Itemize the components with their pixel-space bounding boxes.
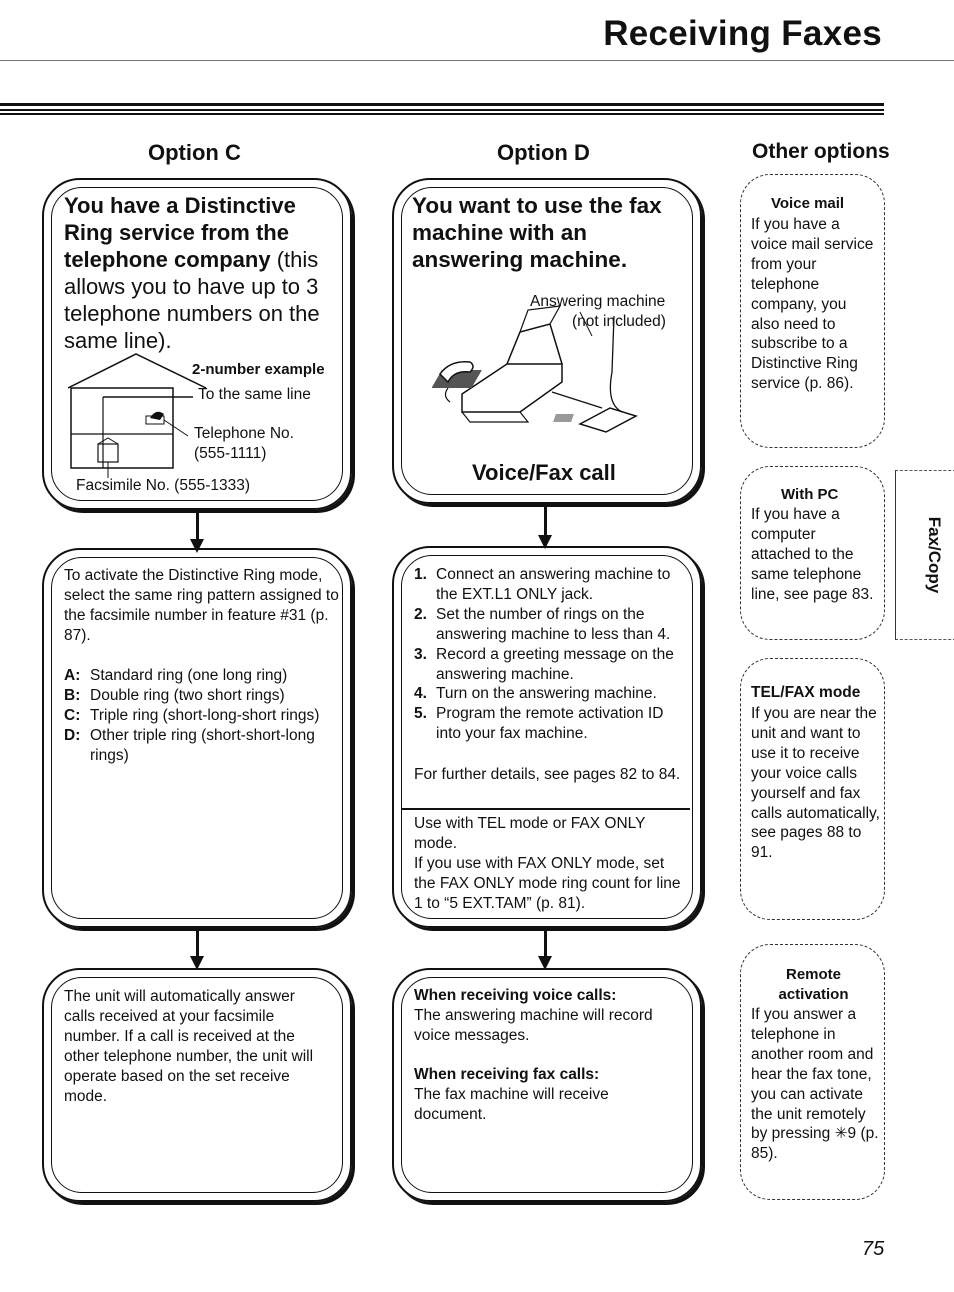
- ring-pattern-item-key: C:: [64, 706, 81, 724]
- ring-pattern-item-text: Standard ring (one long ring): [90, 667, 288, 684]
- steps-divider: [402, 808, 690, 810]
- setup-step-key: 2.: [414, 605, 427, 623]
- setup-step-key: 5.: [414, 705, 427, 723]
- ring-pattern-list: A: Standard ring (one long ring) B: Double …: [64, 666, 346, 766]
- mode-note-2: If you use with FAX ONLY mode, set the F…: [414, 854, 681, 912]
- voice-calls-heading: When receiving voice calls:: [414, 987, 617, 1004]
- setup-step-text: Program the remote activation ID into yo…: [436, 705, 664, 743]
- section-tab: [895, 470, 954, 640]
- condition-rest-3: 3 telephone numbers on the: [64, 274, 320, 326]
- setup-step-text: Set the number of rings on the answering…: [436, 605, 671, 643]
- voice-mail-text: If you have a voice mail service from yo…: [751, 216, 874, 393]
- remote-activation-text: If you answer a telephone in another roo…: [751, 1006, 879, 1163]
- setup-step: 5. Program the remote activation ID into …: [414, 704, 686, 744]
- not-included-label: (not included): [572, 313, 666, 330]
- example-label: 2-number example: [192, 361, 325, 378]
- arrow-down-icon: [538, 505, 552, 549]
- condition-rest-1: (this: [276, 247, 319, 272]
- setup-step-text: Record a greeting message on the answeri…: [436, 645, 674, 683]
- setup-step-text: Turn on the answering machine.: [436, 685, 657, 703]
- ring-pattern-item-key: D:: [64, 726, 81, 744]
- other-option-with-pc: With PC If you have a computer attached …: [740, 466, 885, 640]
- other-option-voice-mail: Voice mail If you have a voice mail serv…: [740, 174, 885, 448]
- page-number: 75: [862, 1238, 885, 1260]
- option-d-result-text: When receiving voice calls: The answerin…: [414, 986, 684, 1124]
- with-pc-text: If you have a computer attached to the s…: [751, 506, 874, 603]
- mode-note: Use with TEL mode or FAX ONLY mode. If y…: [414, 814, 688, 914]
- arrow-down-icon: [190, 930, 204, 970]
- tel-fax-title: TEL/FAX mode: [751, 684, 861, 701]
- ring-pattern-item-text: Double ring (two short rings): [90, 686, 285, 704]
- option-c-condition-text: You have a Distinctive Ring service from…: [64, 192, 346, 354]
- setup-step: 3. Record a greeting message on the answe…: [414, 645, 686, 685]
- other-option-tel-fax-mode: TEL/FAX mode If you are near the unit an…: [740, 658, 885, 920]
- ring-pattern-item: C: Triple ring (short-long-short rings): [64, 706, 346, 726]
- option-c-result-text: The unit will automatically answer calls…: [64, 988, 314, 1105]
- facsimile-number: Facsimile No. (555-1333): [76, 477, 251, 494]
- option-d-result-box: When receiving voice calls: The answerin…: [392, 968, 702, 1202]
- arrow-down-icon: [538, 930, 552, 970]
- ring-pattern-item: A: Standard ring (one long ring): [64, 666, 346, 686]
- fax-calls-heading: When receiving fax calls:: [414, 1065, 600, 1083]
- further-details: For further details, see pages 82 to 84.: [414, 766, 681, 783]
- option-d-condition-text: You want to use the fax machine with an …: [412, 193, 662, 272]
- setup-step-key: 1.: [414, 566, 427, 583]
- other-option-remote-activation: Remote activation If you answer a teleph…: [740, 944, 885, 1200]
- ring-pattern-item: B: Double ring (two short rings): [64, 686, 346, 706]
- option-c-condition-box: You have a Distinctive Ring service from…: [42, 178, 352, 510]
- divider-top: [0, 103, 884, 106]
- option-c-activate-box: To activate the Distinctive Ring mode, s…: [42, 548, 352, 928]
- page-title: Receiving Faxes: [603, 14, 882, 53]
- fax-answering-machine-illustration: [432, 305, 638, 433]
- ring-pattern-item-key: B:: [64, 686, 81, 704]
- option-c-heading: Option C: [148, 140, 241, 165]
- with-pc-title: With PC: [781, 486, 839, 503]
- condition-rest-2: allows you to have up to: [64, 274, 301, 299]
- ring-pattern-item-text: Other triple ring (short-short-long ring…: [90, 726, 315, 764]
- arrow-down-icon: [190, 511, 204, 553]
- voice-calls-text: The answering machine will record voice …: [414, 1006, 653, 1044]
- ring-pattern-item-key: A:: [64, 667, 81, 684]
- telephone-number: (555-1111): [194, 445, 267, 462]
- option-d-condition-box: You want to use the fax machine with an …: [392, 178, 702, 504]
- tel-fax-text: If you are near the unit and want to use…: [751, 705, 880, 862]
- option-c-result-box: The unit will automatically answer calls…: [42, 968, 352, 1202]
- setup-steps-list: 1. Connect an answering machine to the EX…: [414, 565, 686, 744]
- other-options-heading: Other options: [752, 140, 890, 163]
- telephone-no-label: Telephone No.: [194, 425, 294, 442]
- condition-rest-4: same line).: [64, 328, 172, 353]
- setup-step: 4. Turn on the answering machine.: [414, 684, 686, 704]
- ring-pattern-item: D: Other triple ring (short-short-long ri…: [64, 726, 346, 766]
- ring-pattern-item-text: Triple ring (short-long-short rings): [90, 706, 320, 724]
- condition-bold: You have a Distinctive Ring service from…: [64, 193, 296, 272]
- setup-step: 2. Set the number of rings on the answeri…: [414, 605, 686, 645]
- fax-calls-text: The fax machine will receive document.: [414, 1085, 609, 1123]
- activate-intro: To activate the Distinctive Ring mode, s…: [64, 567, 339, 644]
- setup-step-key: 4.: [414, 685, 427, 703]
- setup-step-text: Connect an answering machine to the EXT.…: [436, 566, 671, 603]
- option-d-heading: Option D: [497, 140, 590, 165]
- header-rule: [0, 60, 954, 61]
- divider-mid: [0, 109, 884, 111]
- mode-note-1: Use with TEL mode or FAX ONLY mode.: [414, 815, 646, 852]
- voice-mail-title: Voice mail: [771, 195, 845, 212]
- answering-machine-label: Answering machine: [530, 293, 666, 310]
- remote-activation-title: Remote activation: [778, 966, 849, 1003]
- house-illustration: [68, 353, 207, 478]
- voice-fax-call: Voice/Fax call: [472, 460, 616, 485]
- setup-step: 1. Connect an answering machine to the EX…: [414, 565, 686, 605]
- option-d-steps-box: 1. Connect an answering machine to the EX…: [392, 546, 702, 928]
- setup-step-key: 3.: [414, 645, 427, 663]
- section-tab-label: Fax/Copy: [925, 516, 944, 594]
- same-line-label: To the same line: [198, 386, 311, 403]
- divider-bottom: [0, 113, 884, 115]
